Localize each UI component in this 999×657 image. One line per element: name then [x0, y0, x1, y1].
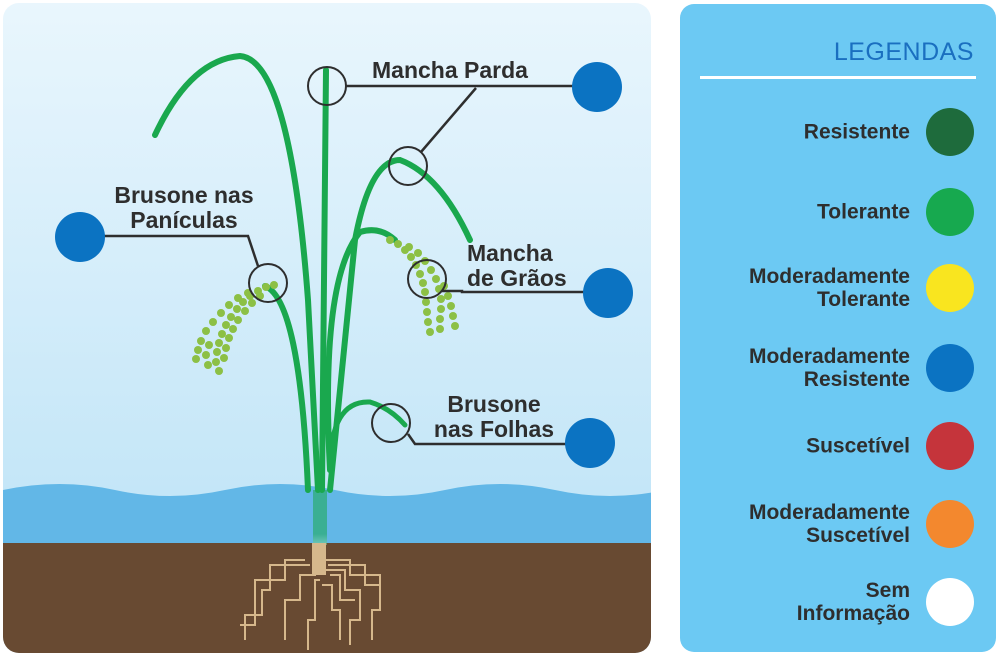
legend-panel: LEGENDAS Resistente Tolerante Moderadame… [680, 4, 996, 652]
roots [240, 559, 381, 650]
label-mancha-graos: Mancha de Grãos [467, 240, 567, 291]
callout-circle-brusone-paniculas [248, 263, 288, 303]
brusone-folhas-status-dot [565, 418, 615, 468]
legend-item-moderadamente-suscetivel: Moderadamente Suscetível [680, 498, 996, 550]
label-brusone-folhas: Brusone nas Folhas [433, 391, 555, 442]
label-mancha-parda: Mancha Parda [372, 57, 528, 83]
callout-circle-leaf-spot [388, 146, 428, 186]
legend-item-resistente: Resistente [680, 106, 996, 158]
legend-label: Suscetível [806, 434, 910, 458]
legend-item-tolerante: Tolerante [680, 186, 996, 238]
legend-label: Resistente [803, 120, 910, 144]
legend-item-moderadamente-resistente: Moderadamente Resistente [680, 342, 996, 394]
soil [3, 543, 651, 653]
legend-label: Tolerante [817, 200, 910, 224]
legend-swatch [926, 422, 974, 470]
legend-divider [700, 76, 976, 79]
leaves [152, 52, 473, 493]
legend-swatch [926, 344, 974, 392]
legend-item-moderadamente-tolerante: Moderadamente Tolerante [680, 262, 996, 314]
legend-title: LEGENDAS [833, 38, 974, 66]
left-panicle [192, 281, 278, 375]
leader-lines [104, 84, 584, 446]
callout-circle-brusone-folhas [371, 403, 411, 443]
mancha-parda-status-dot [572, 62, 622, 112]
legend-label: Moderadamente Tolerante [748, 265, 910, 311]
water [3, 484, 651, 545]
right-panicle [386, 236, 459, 336]
brusone-paniculas-status-dot [55, 212, 105, 262]
callout-circle-mancha-graos [407, 259, 447, 299]
legend-label: Moderadamente Suscetível [748, 501, 910, 547]
stem-base [312, 543, 326, 575]
legend-label: Moderadamente Resistente [748, 345, 910, 391]
legend-swatch [926, 188, 974, 236]
legend-item-suscetivel: Suscetível [680, 420, 996, 472]
mancha-graos-status-dot [583, 268, 633, 318]
legend-swatch [926, 500, 974, 548]
legend-swatch [926, 578, 974, 626]
legend-label: Sem Informação [796, 579, 910, 625]
legend-item-sem-informacao: Sem Informação [680, 576, 996, 628]
legend-swatch [926, 108, 974, 156]
label-brusone-paniculas: Brusone nas Panículas [114, 182, 254, 233]
legend-swatch [926, 264, 974, 312]
